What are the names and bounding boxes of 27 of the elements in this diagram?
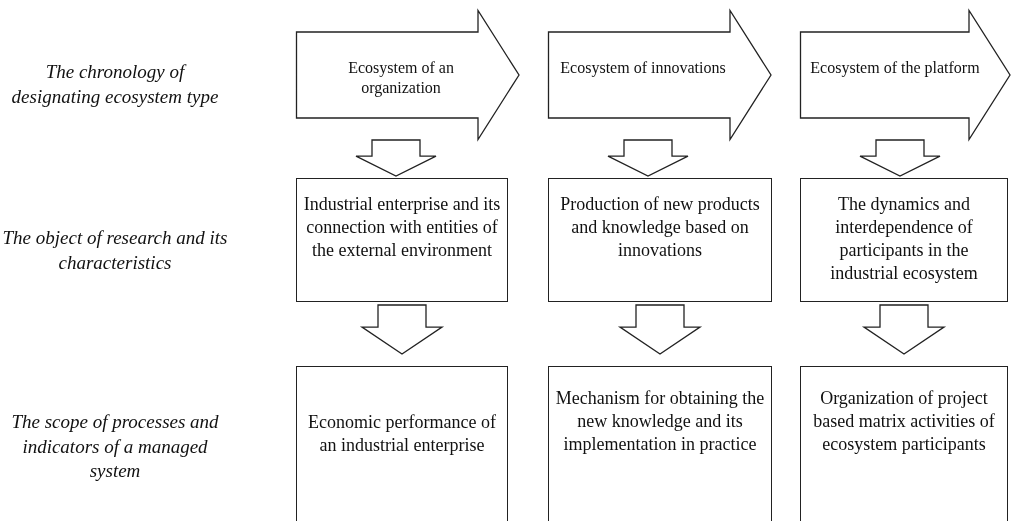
block-arrow	[359, 304, 445, 355]
arrow-text: Ecosystem of an organization	[347, 58, 455, 99]
row-label: The chronology of designating ecosystem type	[10, 60, 220, 109]
arrow-text: Ecosystem of the platform	[810, 58, 980, 79]
text-box	[296, 366, 508, 521]
text-box	[800, 366, 1008, 521]
text-box	[548, 366, 772, 521]
arrow-shape	[296, 10, 520, 140]
block-arrow	[607, 139, 689, 177]
arrow-shape	[800, 10, 1011, 140]
text-box	[296, 178, 508, 302]
row-label: The scope of processes and indicators of a managed system	[10, 410, 220, 484]
box-text: Industrial enterprise and its connection with entities of the external environment	[303, 193, 501, 263]
block-arrow	[859, 139, 941, 177]
box-text: Economic performance of an industrial enterprise	[307, 411, 497, 458]
arrow-text: Ecosystem of innovations	[559, 58, 727, 79]
row-label: The object of research and its characteristics	[1, 226, 229, 275]
text-box	[800, 178, 1008, 302]
box-text: Production of new products and knowledge based on innovations	[559, 193, 761, 263]
box-text: Mechanism for obtaining the new knowledge and its implementation in practice	[555, 387, 765, 457]
block-arrow	[617, 304, 703, 355]
text-box	[548, 178, 772, 302]
arrow-shape	[548, 10, 772, 140]
box-text: Organization of project based matrix activities of ecosystem participants	[812, 387, 996, 457]
box-text: The dynamics and interdependence of participants in the industrial ecosystem	[829, 193, 979, 286]
block-arrow	[355, 139, 437, 177]
block-arrow	[861, 304, 947, 355]
